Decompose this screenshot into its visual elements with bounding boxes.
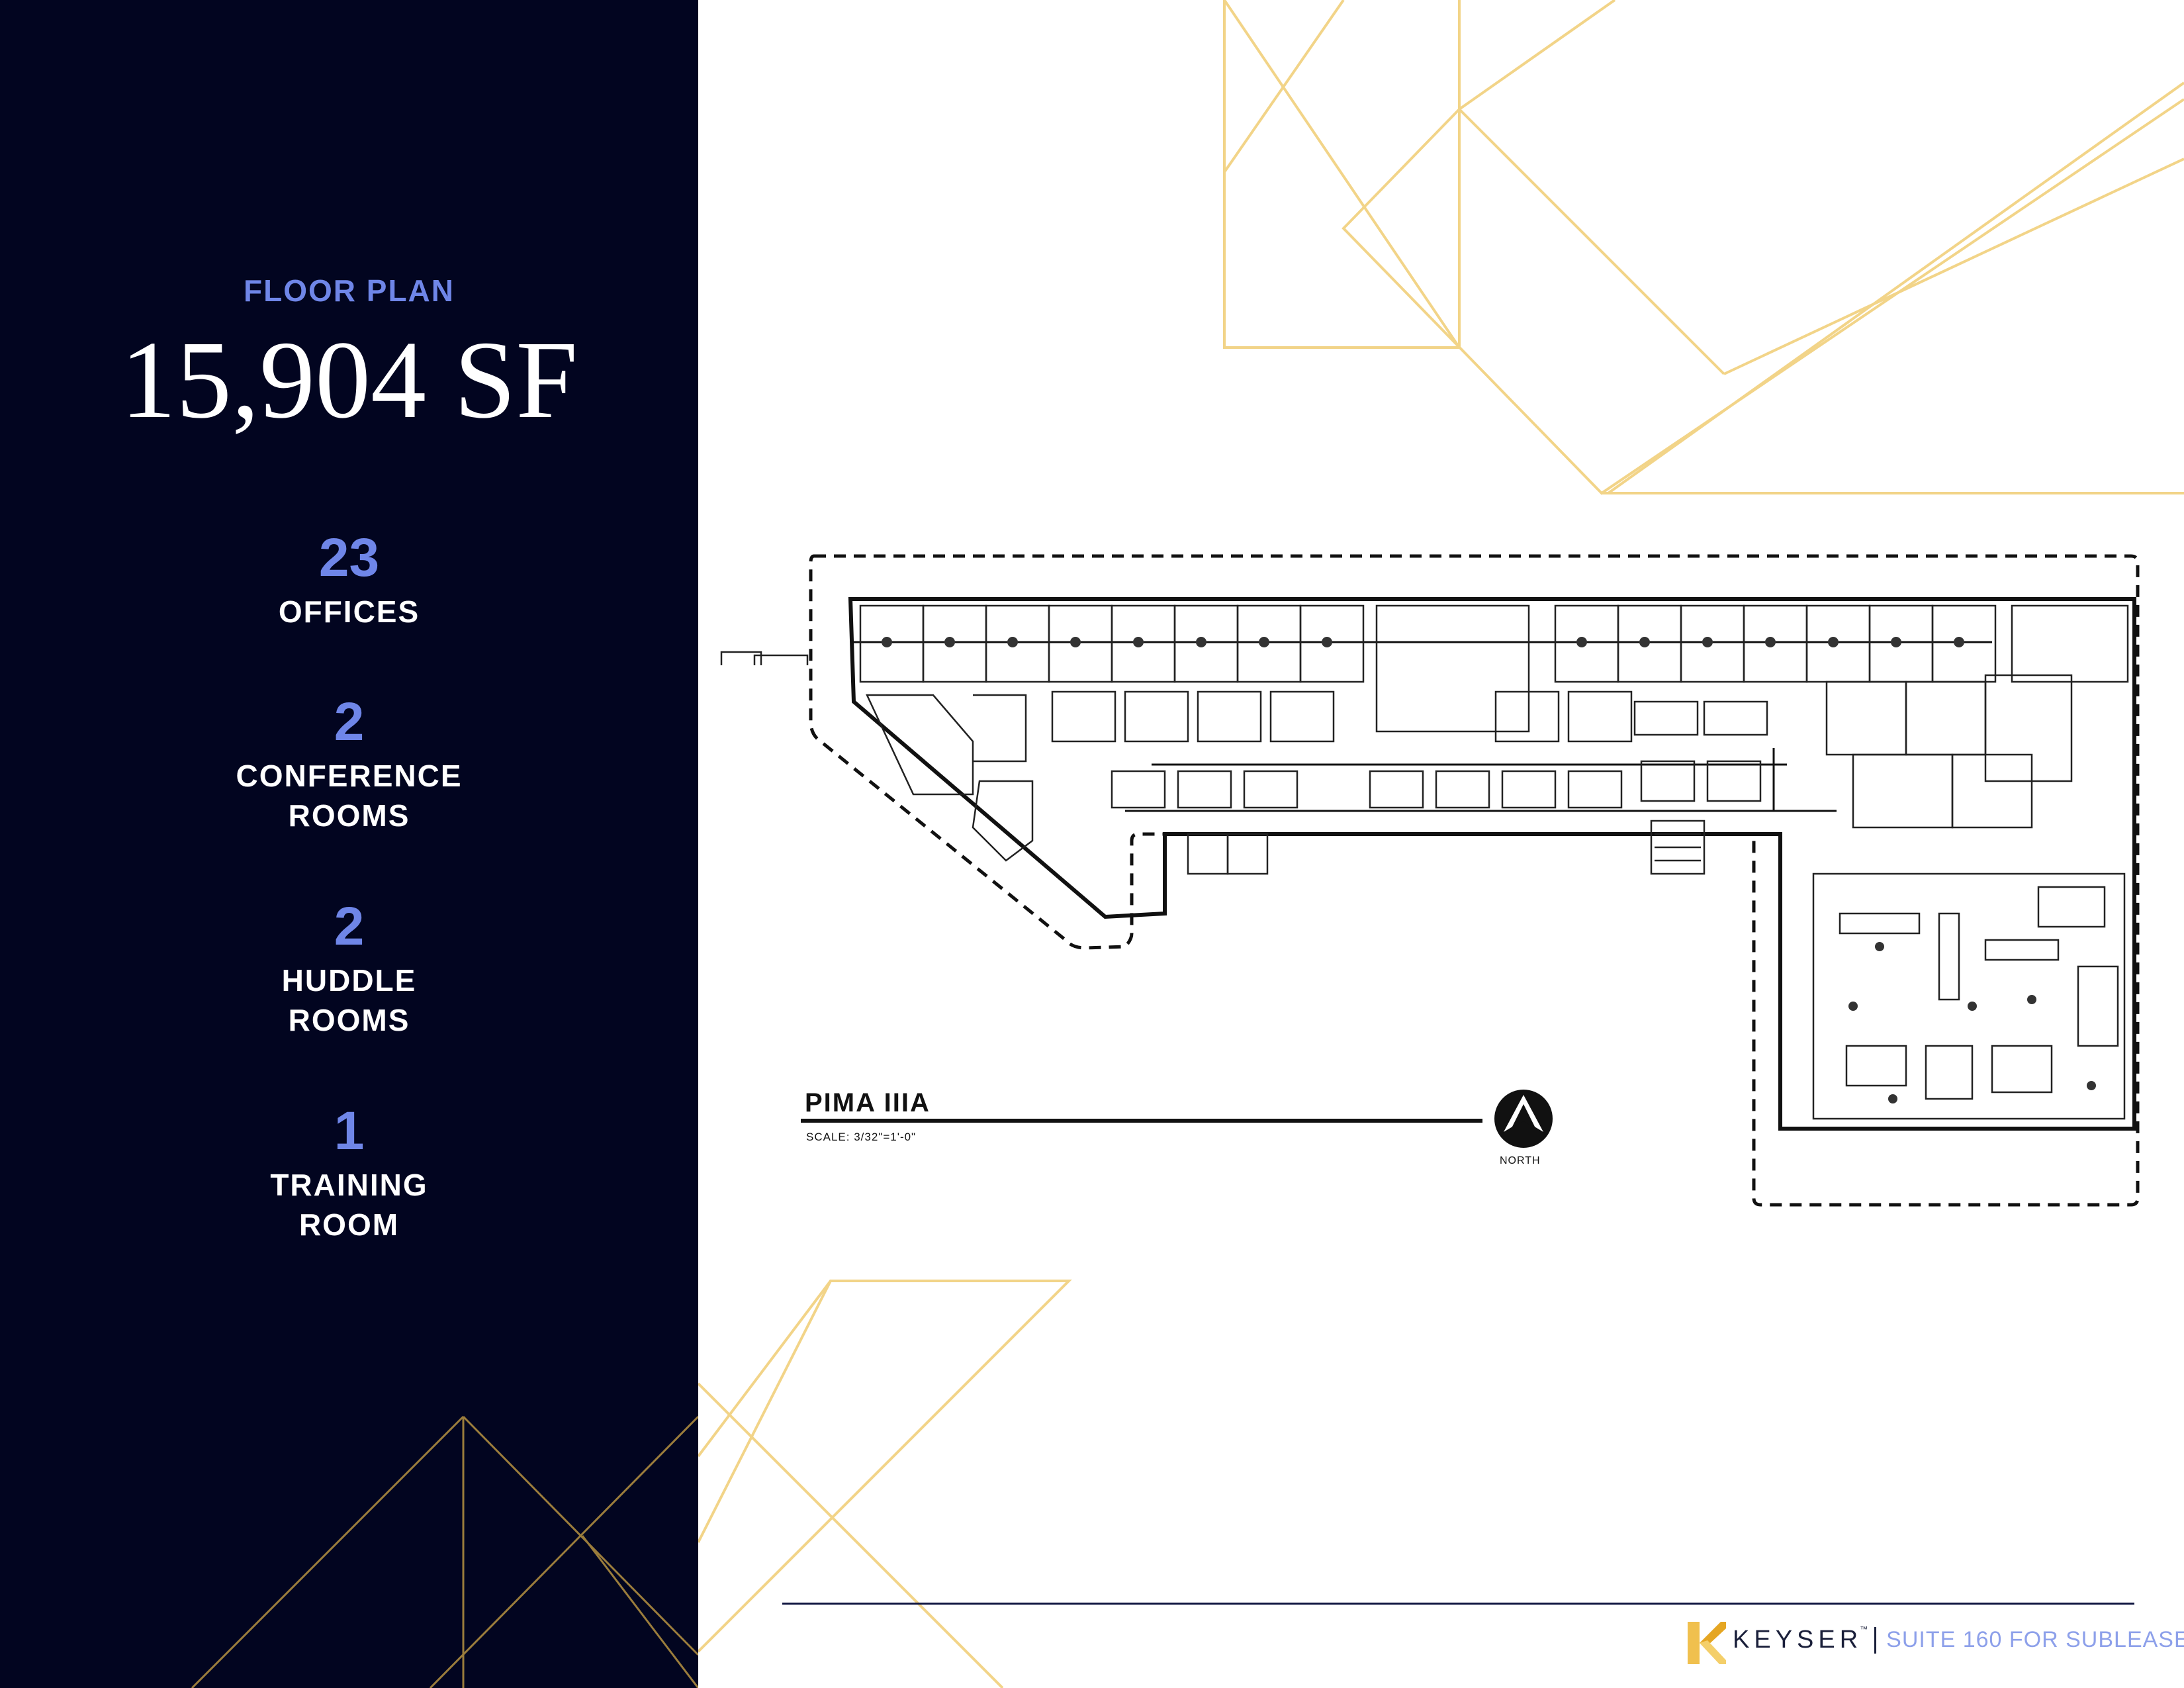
- stat-huddle-rooms: 2 HUDDLE ROOMS: [0, 898, 698, 1040]
- decorative-gold-lines: [698, 0, 2184, 1688]
- stat-label-line: ROOM: [298, 1207, 400, 1243]
- brand-name: KEYSER: [1733, 1626, 1863, 1654]
- stat-label-line: TRAINING: [270, 1168, 428, 1203]
- lab-area: [1812, 872, 2126, 1120]
- north-arrow-icon: [1494, 1090, 1553, 1148]
- conference-room: [1984, 674, 2073, 782]
- stat-label-line: OFFICES: [278, 594, 420, 630]
- stair-core: [1650, 820, 1706, 875]
- plan-title: PIMA IIIA: [805, 1088, 931, 1117]
- stat-label-line: ROOMS: [288, 798, 410, 833]
- total-area: 15,904 SF: [120, 318, 578, 442]
- stat-number: 2: [334, 896, 365, 957]
- sidebar-decorative-lines: [191, 1415, 698, 1688]
- trademark: ™: [1860, 1624, 1868, 1634]
- stat-number: 2: [334, 692, 365, 752]
- floor-plan-drawing: [720, 554, 2140, 1207]
- footer-divider: [782, 1603, 2134, 1605]
- stat-number: 23: [318, 528, 380, 588]
- workstation-clusters: [1051, 690, 1768, 809]
- top-offices: [859, 604, 2129, 683]
- stat-training-room: 1 TRAINING ROOM: [0, 1101, 698, 1244]
- stat-conference-rooms: 2 CONFERENCE ROOMS: [0, 692, 698, 835]
- plan-scale: SCALE: 3/32"=1'-0": [806, 1131, 917, 1143]
- stat-label-line: CONFERENCE: [236, 759, 463, 794]
- footer-separator: [1874, 1627, 1877, 1654]
- stat-offices: 23 OFFICES: [0, 528, 698, 632]
- footer: KEYSER ™ SUITE 160 FOR SUBLEASE: [1688, 1622, 2184, 1664]
- stat-number: 1: [334, 1101, 365, 1161]
- sidebar: FLOOR PLAN 15,904 SF 23 OFFICES 2 CONFER…: [0, 0, 698, 1688]
- stat-label-line: HUDDLE: [281, 963, 417, 998]
- stat-label: OFFICES: [0, 592, 698, 632]
- stat-label: TRAINING ROOM: [0, 1165, 698, 1244]
- stat-label-line: ROOMS: [288, 1003, 410, 1038]
- floor-plan-heading: FLOOR PLAN: [244, 273, 455, 308]
- keyser-logo-icon: [1688, 1622, 1726, 1664]
- training-room: [1375, 604, 1530, 733]
- stat-label: HUDDLE ROOMS: [0, 961, 698, 1040]
- stat-label: CONFERENCE ROOMS: [0, 756, 698, 835]
- north-label: NORTH: [1500, 1155, 1541, 1166]
- suite-label: SUITE 160 FOR SUBLEASE: [1886, 1627, 2184, 1652]
